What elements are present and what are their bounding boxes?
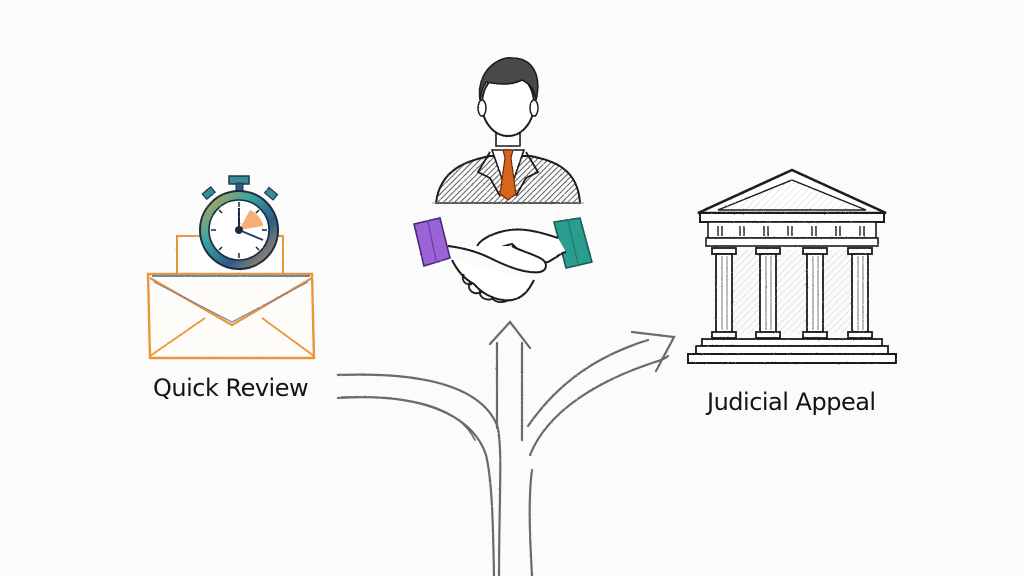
- stopwatch-icon: [199, 175, 279, 270]
- courthouse-icon: [687, 168, 897, 364]
- split-arrows-icon: [336, 320, 676, 576]
- handshake-icon: [413, 217, 593, 303]
- businessman-icon: [432, 57, 584, 204]
- label-quick-review: Quick Review: [153, 374, 309, 402]
- label-judicial-appeal: Judicial Appeal: [707, 388, 876, 416]
